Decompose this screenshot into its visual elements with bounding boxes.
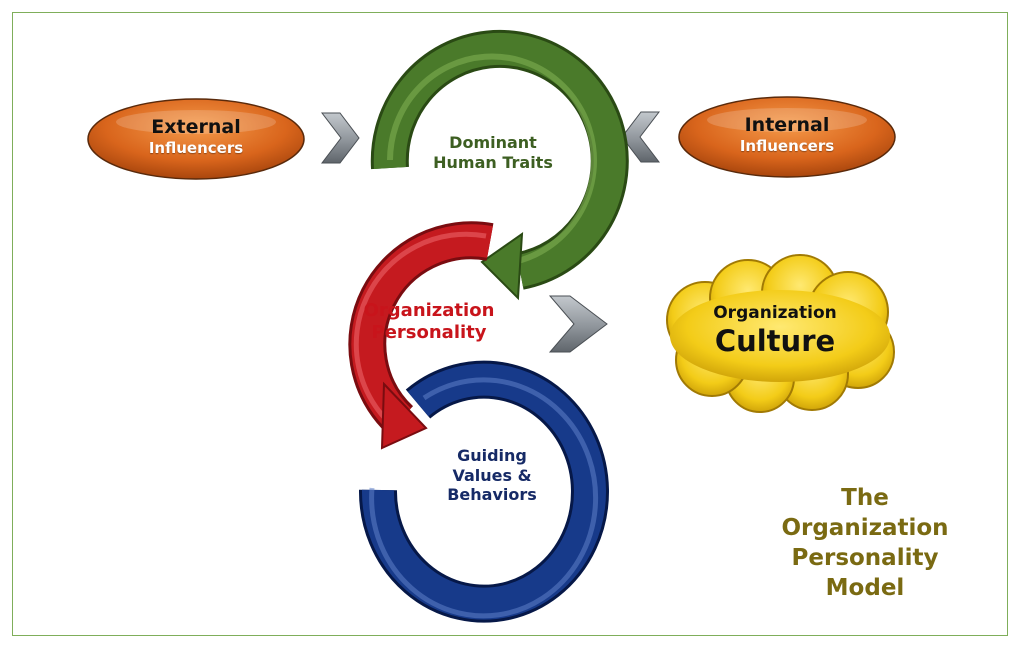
diagram-frame [12,12,1008,636]
organization-personality-label: Organization Personality [344,300,514,344]
organization-culture-label: Organization Culture [690,303,860,359]
dominant-traits-label: Dominant Human Traits [408,133,578,172]
chevron-left-icon [621,111,661,163]
guiding-line3: Behaviors [447,485,537,505]
internal-influencers-label: Internal Influencers [707,114,867,155]
chevron-right-icon [548,295,608,353]
dominant-line2: Human Traits [433,152,553,172]
personality-line2: Personality [371,321,487,343]
model-title-line1: The [841,485,889,511]
internal-title: Internal [744,114,830,136]
organization-personality-arc [348,221,494,450]
cloud-fill [670,290,890,382]
external-influencers-label: External Influencers [116,116,276,157]
model-title-line4: Model [825,574,905,601]
guiding-line2: Values & [452,465,532,485]
internal-influencers-pill [678,96,896,178]
dominant-line1: Dominant [449,133,537,152]
model-title-line2: Organization [781,514,949,541]
culture-line1: Organization [713,303,837,323]
model-title: The Organization Personality Model [770,484,960,604]
guiding-line1: Guiding [457,446,527,465]
external-title: External [151,116,241,138]
model-title-line3: Personality [791,544,939,571]
internal-subtitle: Influencers [739,137,835,156]
external-subtitle: Influencers [148,139,244,158]
chevron-right-icon [320,112,360,164]
guiding-values-ring [358,360,609,623]
personality-line1: Organization [363,300,495,321]
guiding-values-label: Guiding Values & Behaviors [424,446,560,505]
dominant-traits-arc [370,29,629,301]
external-influencers-pill [87,98,305,180]
culture-line2: Culture [714,323,836,358]
